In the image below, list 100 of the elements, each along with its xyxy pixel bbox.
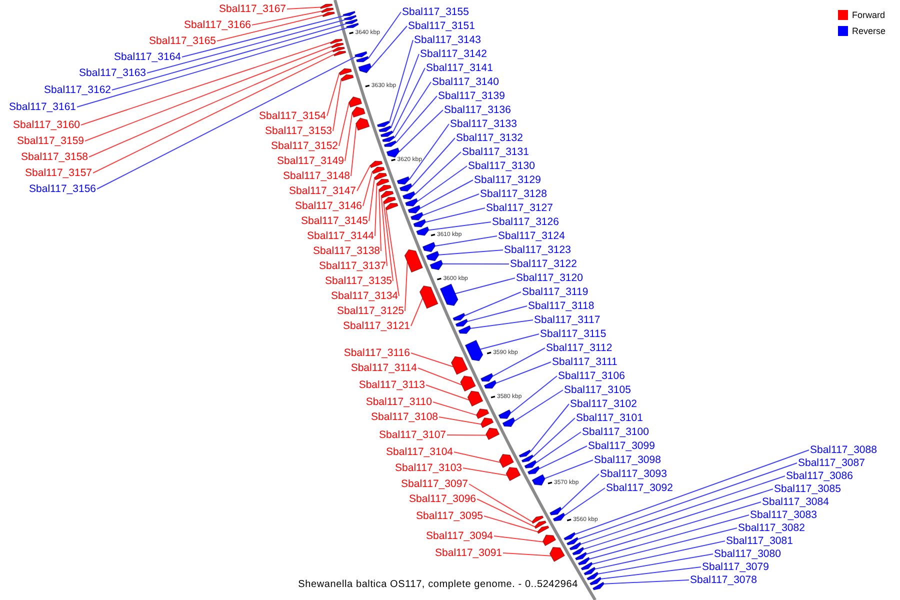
gene-label: Sbal117_3152 [271,140,338,152]
gene-block [384,140,396,147]
gene-block [416,226,430,236]
gene-block [346,22,359,28]
leader-line [578,462,798,540]
gene-label: Sbal117_3144 [307,230,374,242]
gene-block [404,249,423,273]
gene-block [376,120,390,128]
gene-block [574,552,588,560]
gene-label: Sbal117_3130 [468,160,535,172]
gene-label: Sbal117_3132 [456,132,523,144]
leader-line [600,566,702,580]
leader-line [88,50,334,158]
gene-block [399,183,412,192]
leader-line [332,78,342,132]
gene-block [480,418,494,428]
gene-block [498,409,512,419]
gene-label: Sbal117_3101 [576,412,643,424]
gene-block [334,50,346,56]
gene-label: Sbal117_3167 [219,3,286,15]
gene-block [331,42,344,48]
leader-line [326,72,340,116]
gene-label: Sbal117_3080 [714,548,781,560]
gene-label: Sbal117_3161 [9,101,76,113]
gene-block [344,14,357,20]
leader-line [392,68,426,134]
gene-block [332,46,345,52]
leader-line [502,552,552,556]
gene-label: Sbal117_3131 [462,146,529,158]
leader-line [286,6,321,10]
gene-label: Sbal117_3151 [408,20,475,32]
leader-line [112,23,346,90]
leader-line [476,498,536,528]
gene-block [580,562,593,570]
gene-label: Sbal117_3156 [29,183,96,195]
gene-label: Sbal117_3125 [337,305,404,317]
leader-line [598,554,714,574]
gene-label: Sbal117_3082 [738,522,805,534]
leader-line [350,124,357,176]
gene-block [542,534,556,546]
gene-block [330,38,343,44]
gene-block [380,130,394,137]
leader-line [594,540,726,570]
leader-line [536,432,582,464]
leader-line [388,40,414,124]
leader-line [146,19,346,74]
gene-block [452,312,466,321]
gene-label: Sbal117_3117 [534,314,600,326]
gene-label: Sbal117_3102 [570,398,637,410]
leader-line [492,348,546,377]
gene-label: Sbal117_3094 [426,530,493,542]
leader-line [378,189,382,252]
leader-line [532,418,576,458]
gene-label: Sbal117_3135 [325,275,392,287]
gene-block [589,576,602,586]
gene-label: Sbal117_3160 [13,119,80,131]
gene-block [534,520,547,529]
leader-line [412,138,456,187]
gene-label: Sbal117_3140 [432,76,499,88]
gene-label: Sbal117_3098 [594,454,661,466]
gene-label: Sbal117_3115 [540,328,606,340]
leader-line [496,362,552,384]
leader-line [586,502,762,555]
gene-label: Sbal117_3078 [690,574,757,586]
gene-label: Sbal117_3154 [259,110,326,122]
gene-block [396,176,410,185]
gene-block [521,454,534,462]
gene-block [506,467,521,482]
gene-block [578,556,590,566]
leader-line [374,183,378,236]
gene-label: Sbal117_3095 [416,510,483,522]
gene-block [322,12,335,18]
gene-block [484,380,497,389]
caption: Shewanella baltica OS117, complete genome. - 0..5242964 [298,579,578,591]
gene-block [552,512,566,522]
gene-block [422,242,436,252]
gene-block [584,566,596,576]
gene-label: Sbal117_3123 [504,244,571,256]
gene-block [408,205,421,214]
gene-label: Sbal117_3086 [786,470,853,482]
gene-block [440,284,458,306]
gene-label: Sbal117_3113 [358,379,425,391]
gene-label: Sbal117_3108 [371,411,438,423]
leader-line [80,42,331,126]
gene-block [572,546,584,556]
leader-line [410,298,424,326]
gene-block [532,474,546,486]
gene-label: Sbal117_3116 [344,347,410,359]
gene-block [404,198,418,207]
gene-label: Sbal117_3126 [492,216,559,228]
gene-label: Sbal117_3091 [435,547,502,559]
leader-line [216,14,324,42]
gene-block [502,417,516,427]
gene-block [486,428,500,440]
leader-line [442,263,510,264]
gene-block [564,532,576,540]
gene-label: Sbal117_3097 [401,478,468,490]
leader-line [539,446,588,470]
gene-block [376,178,390,186]
gene-label: Sbal117_3111 [552,356,618,368]
